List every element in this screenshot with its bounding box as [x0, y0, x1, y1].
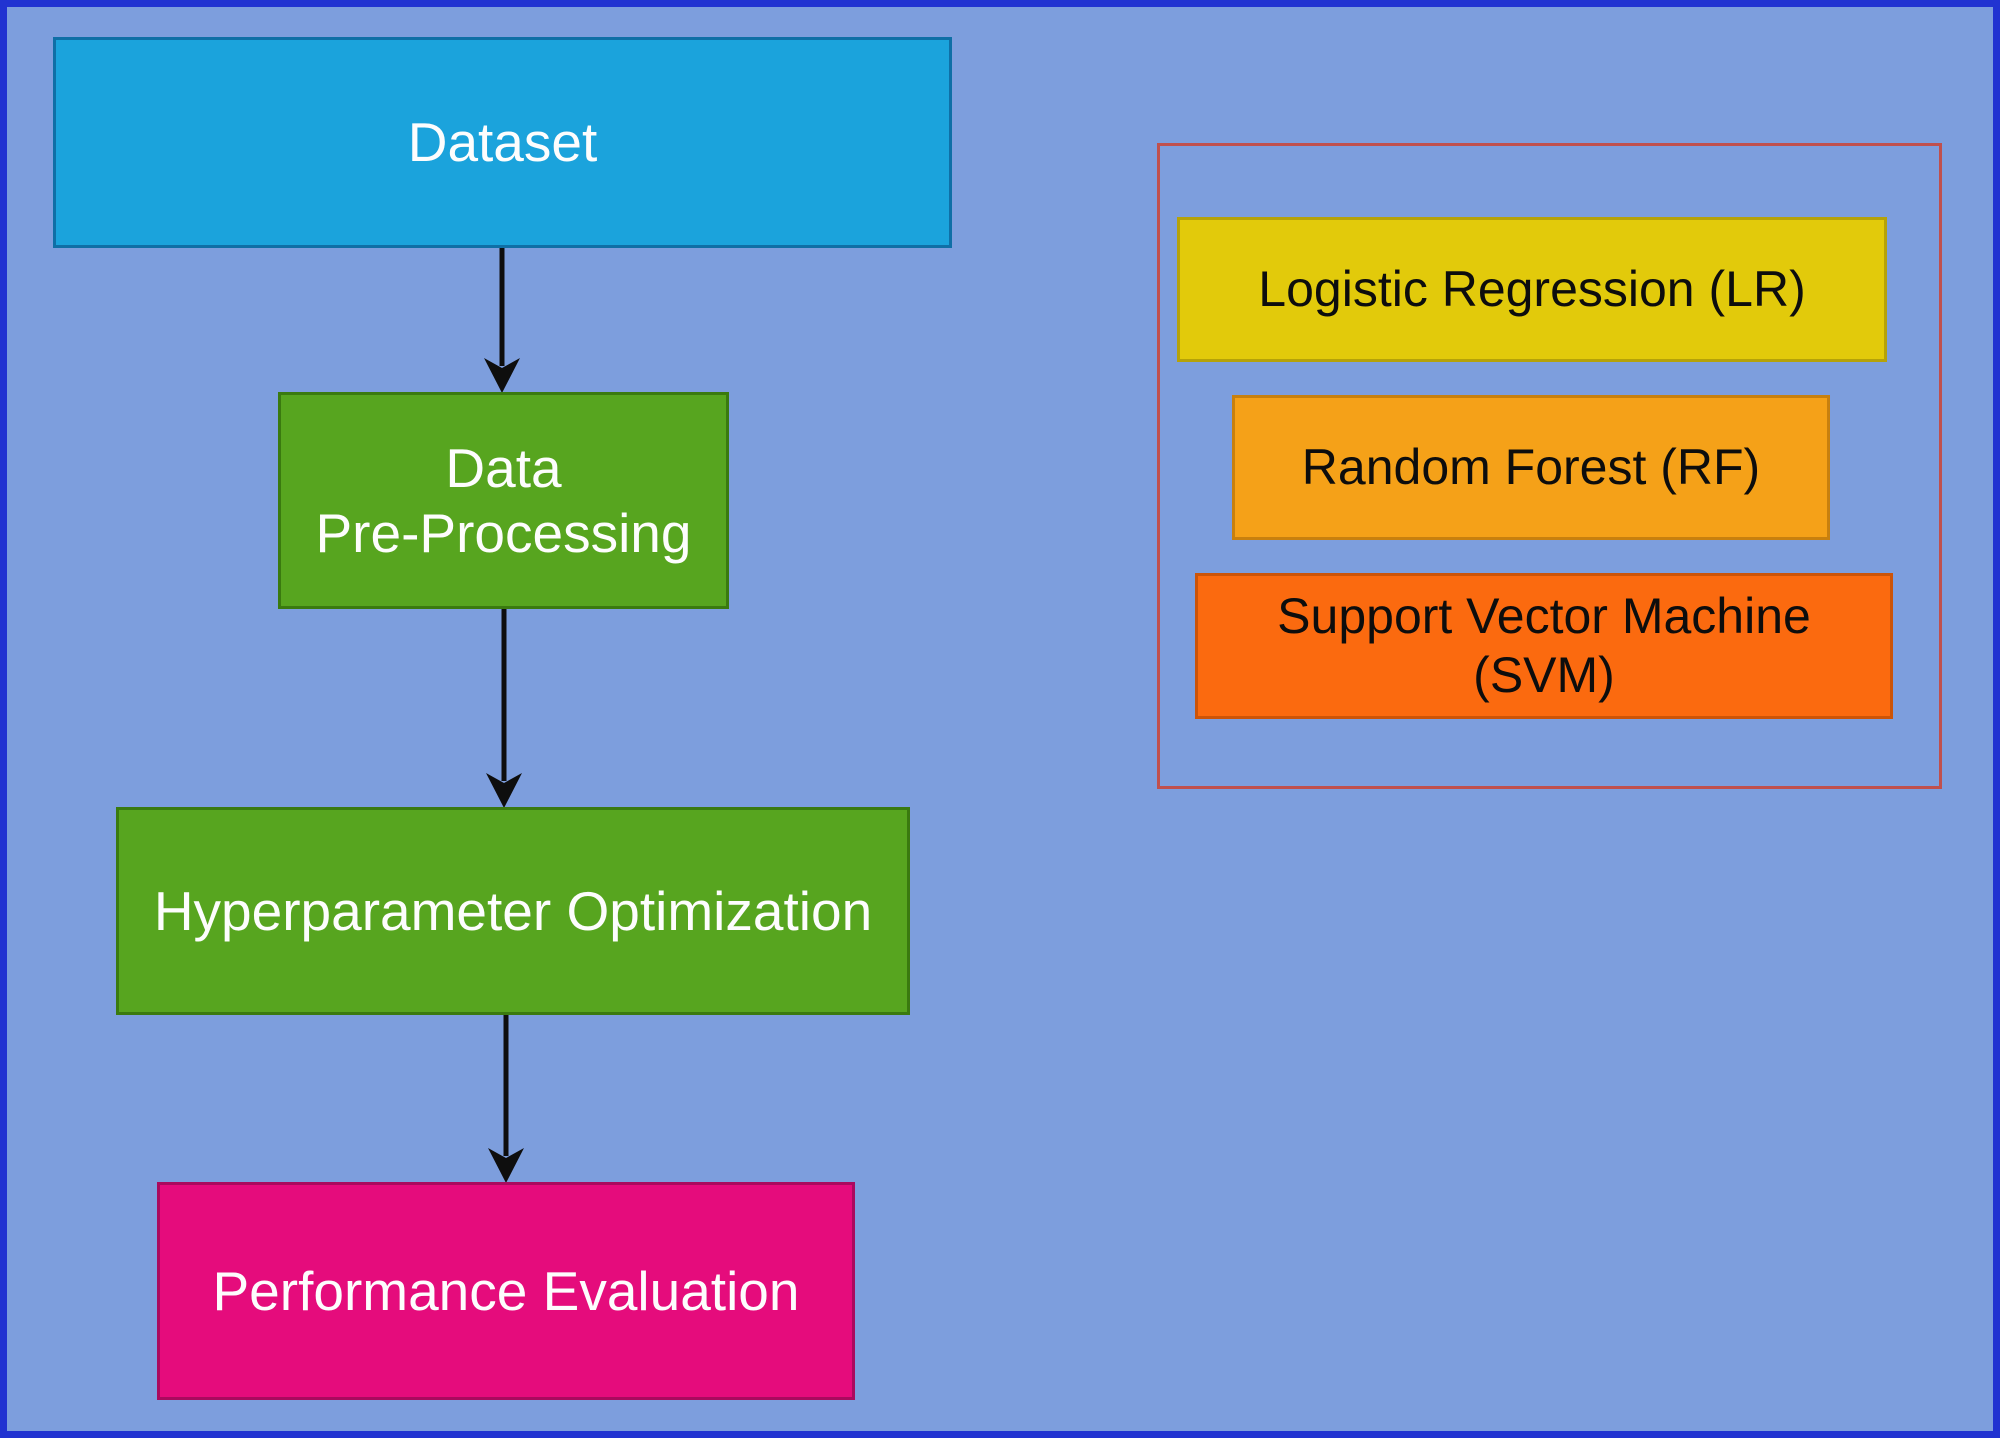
random-forest-node: Random Forest (RF)	[1232, 395, 1830, 540]
dataset-label: Dataset	[407, 111, 598, 174]
arrow-preprocessing-to-hyperparameter-icon	[486, 609, 522, 808]
arrow-dataset-to-preprocessing-icon	[484, 248, 520, 393]
hyperparameter-label: Hyperparameter Optimization	[153, 879, 873, 942]
logistic-regression-node: Logistic Regression (LR)	[1177, 217, 1887, 362]
logistic-regression-label: Logistic Regression (LR)	[1258, 261, 1806, 317]
dataset-node: Dataset	[53, 37, 952, 248]
svm-node: Support Vector Machine (SVM)	[1195, 573, 1893, 719]
arrow-hyperparameter-to-evaluation-icon	[488, 1015, 524, 1183]
models-group-container	[1157, 143, 1942, 789]
preprocessing-label: Data Pre-Processing	[315, 436, 692, 564]
evaluation-label: Performance Evaluation	[212, 1259, 800, 1322]
random-forest-label: Random Forest (RF)	[1301, 439, 1761, 495]
preprocessing-node: Data Pre-Processing	[278, 392, 729, 609]
hyperparameter-node: Hyperparameter Optimization	[116, 807, 910, 1015]
evaluation-node: Performance Evaluation	[157, 1182, 855, 1400]
svm-label: Support Vector Machine (SVM)	[1277, 588, 1811, 703]
